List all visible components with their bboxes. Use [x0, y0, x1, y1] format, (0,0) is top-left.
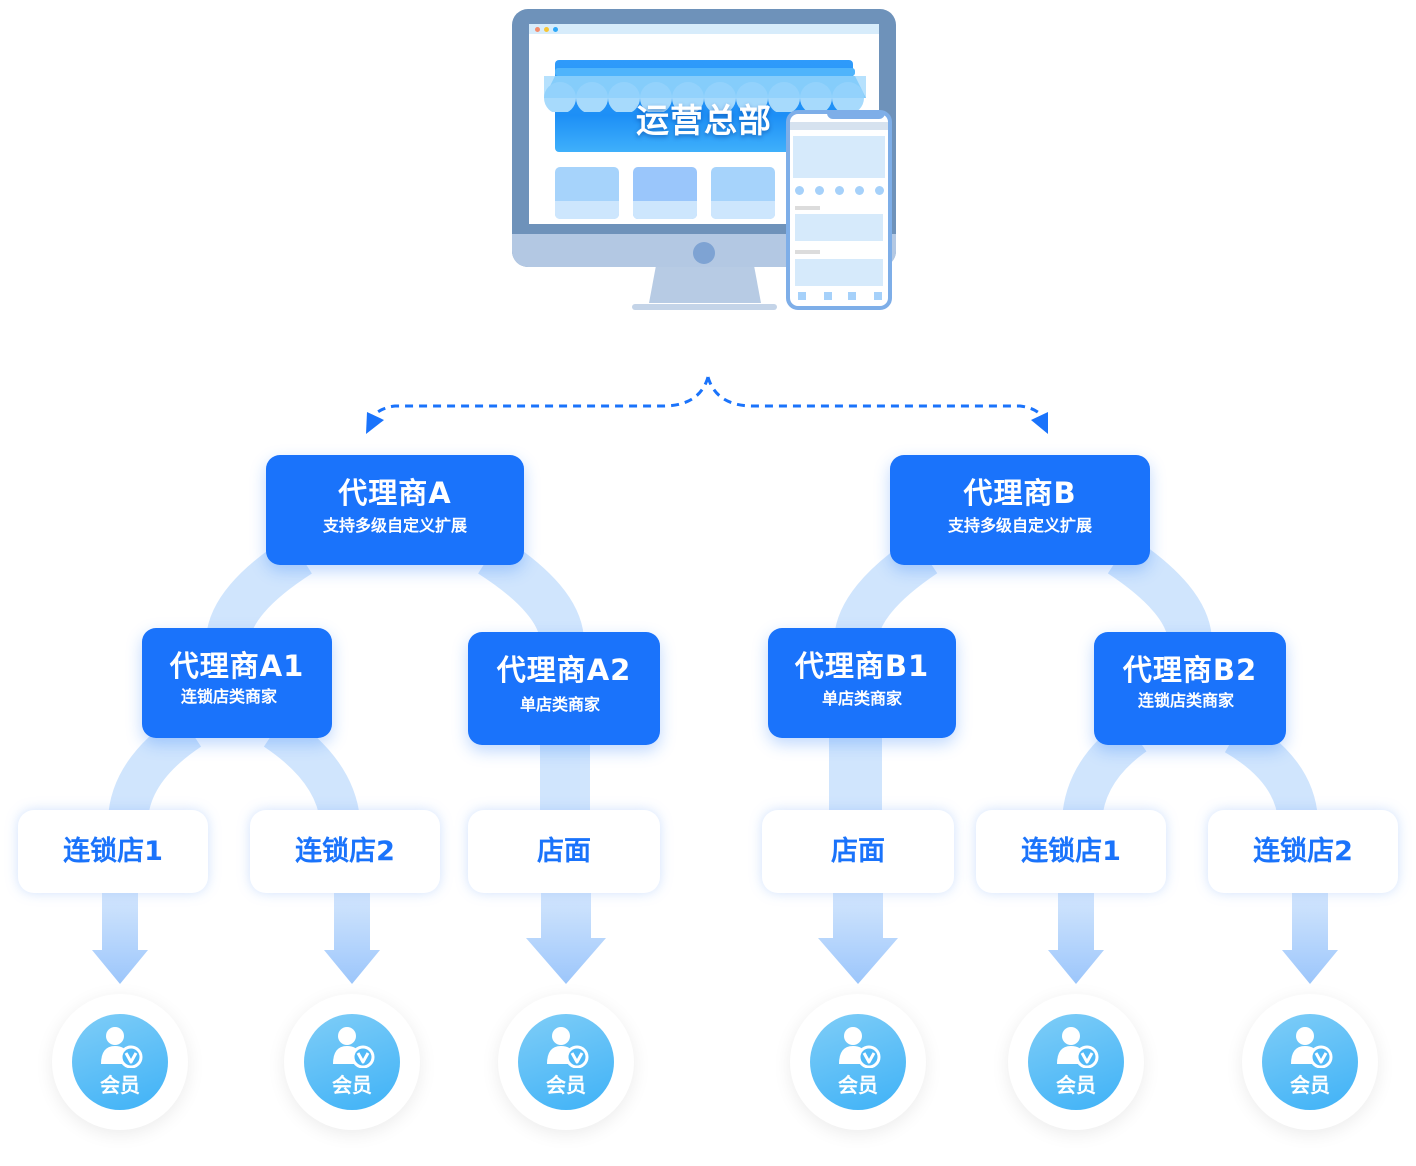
store-a1-2[interactable]: 连锁店2	[250, 810, 440, 893]
phone-header	[790, 122, 888, 130]
dashed-connector-to-agent-b	[706, 376, 1047, 421]
store-b2-2[interactable]: 连锁店2	[1208, 810, 1398, 893]
phone-tab-icon	[874, 292, 882, 300]
arch-a1-to-store1	[108, 713, 202, 822]
preview-card	[633, 167, 697, 219]
agent-a-node[interactable]: 代理商A 支持多级自定义扩展	[266, 455, 524, 565]
member-node[interactable]: 会员	[284, 994, 420, 1130]
member-badge: 会员	[304, 1014, 400, 1110]
arch-b-to-b2	[1107, 536, 1212, 643]
member-badge: 会员	[518, 1014, 614, 1110]
store-b2-1[interactable]: 连锁店1	[976, 810, 1166, 893]
down-arrow-icon	[92, 893, 148, 984]
headquarters-title: 运营总部	[636, 101, 772, 140]
stem-b1-to-store	[829, 735, 882, 815]
arch-b2-to-store2	[1224, 717, 1318, 823]
phone-dot-icon	[795, 186, 804, 195]
arrowhead-agent-a-icon	[366, 412, 384, 434]
member-node[interactable]: 会员	[1242, 994, 1378, 1130]
member-label: 会员	[838, 1073, 878, 1097]
agent-b-subtitle: 支持多级自定义扩展	[947, 516, 1092, 535]
agent-b-title: 代理商B	[963, 476, 1077, 510]
arch-a-to-a2	[477, 536, 584, 643]
member-label: 会员	[1290, 1073, 1330, 1097]
down-arrow-icon	[1282, 893, 1338, 984]
agent-a2-node[interactable]: 代理商A2 单店类商家	[468, 632, 660, 745]
member-badge: 会员	[1262, 1014, 1358, 1110]
member-badge: 会员	[72, 1014, 168, 1110]
agent-b1-title: 代理商B1	[794, 649, 930, 683]
arrowhead-agent-b-icon	[1031, 412, 1048, 434]
agent-a2-title: 代理商A2	[496, 653, 632, 687]
user-vip-icon	[839, 1027, 881, 1068]
store-b1-1[interactable]: 店面	[762, 810, 954, 893]
browser-bar	[529, 24, 879, 34]
phone-text-line	[795, 206, 820, 210]
phone-dot-icon	[875, 186, 884, 195]
member-badge: 会员	[810, 1014, 906, 1110]
member-node[interactable]: 会员	[1008, 994, 1144, 1130]
member-node[interactable]: 会员	[498, 994, 634, 1130]
window-dot-icon	[535, 27, 540, 32]
member-node[interactable]: 会员	[52, 994, 188, 1130]
down-arrow-icon	[818, 893, 898, 984]
member-label: 会员	[332, 1073, 372, 1097]
arch-b2-to-store1	[1062, 718, 1147, 822]
member-badge: 会员	[1028, 1014, 1124, 1110]
agent-b-node[interactable]: 代理商B 支持多级自定义扩展	[890, 455, 1150, 565]
phone-tab-icon	[848, 292, 856, 300]
monitor-stand	[649, 267, 761, 303]
phone-dot-icon	[835, 186, 844, 195]
agent-a1-node[interactable]: 代理商A1 连锁店类商家	[142, 628, 332, 738]
agent-b2-node[interactable]: 代理商B2 连锁店类商家	[1094, 632, 1286, 745]
down-arrow-icon	[526, 893, 606, 984]
awning-icon	[544, 68, 866, 112]
phone-tab-icon	[798, 292, 806, 300]
phone-text-line	[795, 250, 820, 254]
phone-dot-icon	[815, 186, 824, 195]
user-vip-icon	[1057, 1027, 1099, 1068]
window-dot-icon	[553, 27, 558, 32]
agent-b2-subtitle: 连锁店类商家	[1137, 691, 1234, 710]
phone-block	[795, 259, 883, 286]
phone-notch	[827, 111, 885, 119]
agent-a2-subtitle: 单店类商家	[519, 695, 600, 714]
agent-a-title: 代理商A	[338, 476, 452, 510]
user-vip-icon	[547, 1027, 589, 1068]
store-a1-1[interactable]: 连锁店1	[18, 810, 208, 893]
down-arrow-icon	[324, 893, 380, 984]
agent-b1-node[interactable]: 代理商B1 单店类商家	[768, 628, 956, 738]
member-label: 会员	[546, 1073, 586, 1097]
agent-a1-title: 代理商A1	[169, 649, 305, 683]
down-arrow-icon	[1048, 893, 1104, 984]
agent-b1-subtitle: 单店类商家	[821, 689, 902, 708]
member-label: 会员	[1056, 1073, 1096, 1097]
monitor-base	[632, 304, 777, 310]
preview-card	[711, 167, 775, 219]
user-vip-icon	[1291, 1027, 1333, 1068]
phone-illustration	[786, 110, 892, 310]
monitor-button-icon	[693, 242, 715, 264]
phone-block	[795, 214, 883, 241]
member-node[interactable]: 会员	[790, 994, 926, 1130]
agent-b2-title: 代理商B2	[1122, 653, 1258, 687]
phone-hero	[793, 136, 885, 178]
store-a2-1[interactable]: 店面	[468, 810, 660, 893]
user-vip-icon	[101, 1027, 143, 1068]
agent-a-subtitle: 支持多级自定义扩展	[322, 516, 467, 535]
preview-card	[555, 167, 619, 219]
member-label: 会员	[100, 1073, 140, 1097]
headquarters-illustration: 运营总部	[512, 9, 896, 310]
window-dot-icon	[544, 27, 549, 32]
phone-tab-icon	[824, 292, 832, 300]
agent-a1-subtitle: 连锁店类商家	[180, 687, 277, 706]
monitor-screen: 运营总部	[529, 24, 879, 224]
phone-dot-icon	[855, 186, 864, 195]
dashed-connector-to-agent-a	[368, 376, 710, 421]
arch-a1-to-store2	[263, 713, 360, 823]
user-vip-icon	[333, 1027, 375, 1068]
stem-a2-to-store	[540, 740, 590, 815]
